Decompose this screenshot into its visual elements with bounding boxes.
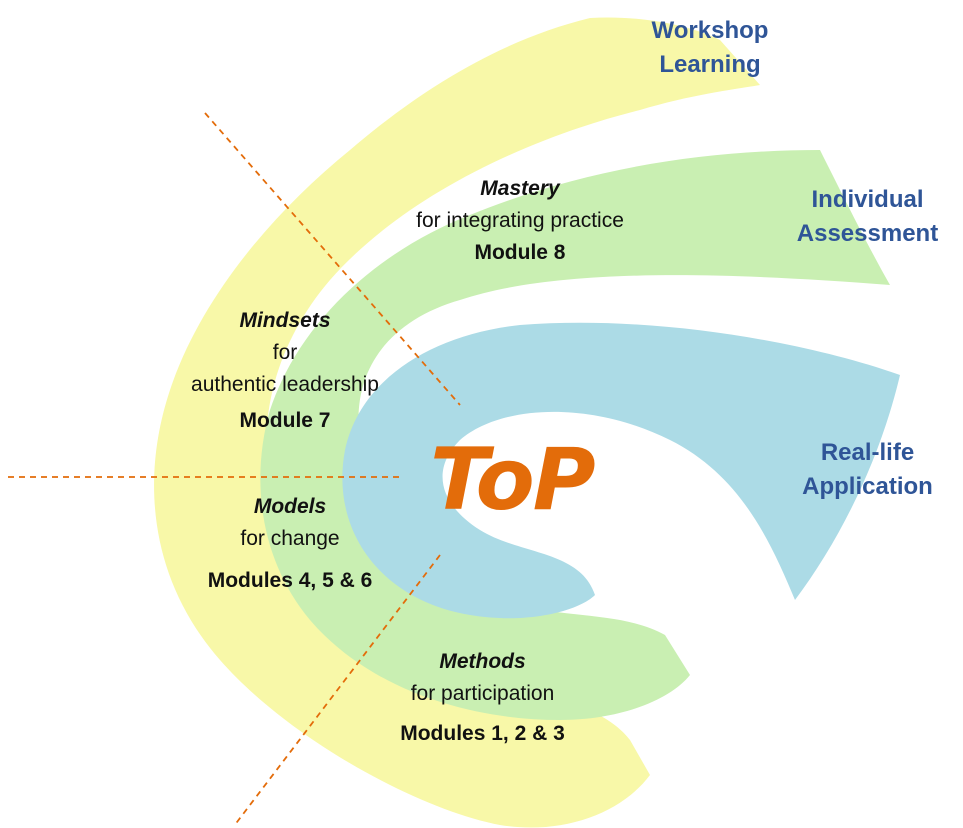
workshop-label-line1: Workshop [651,17,769,44]
models-section: Models for change Modules 4, 5 & 6 [160,493,420,595]
workshop-learning-label: Workshop Learning [610,14,810,82]
divider-line-bottom [233,554,441,827]
methods-module: Modules 1, 2 & 3 [400,722,565,745]
models-module: Modules 4, 5 & 6 [207,569,373,592]
mindsets-subtitle-1: for [272,341,298,364]
assessment-label-line2: Assessment [796,220,939,247]
models-subtitle: for change [240,527,340,550]
mastery-subtitle: for integrating practice [416,209,624,232]
workshop-label-line2: Learning [659,51,761,78]
mindsets-section: Mindsets for authentic leadership Module… [150,307,420,435]
application-band [342,322,900,619]
mastery-module: Module 8 [474,241,566,264]
mastery-title: Mastery [480,177,560,200]
mindsets-title: Mindsets [239,309,331,332]
mastery-section: Mastery for integrating practice Module … [360,175,680,267]
methods-title: Methods [439,650,526,673]
assessment-label-line1: Individual [811,186,924,213]
mindsets-module: Module 7 [239,409,331,432]
application-label-line2: Application [802,473,933,500]
workshop-band [154,17,760,828]
models-title: Models [253,495,327,518]
methods-section: Methods for participation Modules 1, 2 &… [345,648,620,748]
methods-subtitle: for participation [410,682,555,705]
divider-line-top [204,112,461,406]
real-life-application-label: Real-life Application [775,436,960,504]
individual-assessment-label: Individual Assessment [775,183,960,251]
mindsets-subtitle-2: authentic leadership [191,373,379,396]
application-label-line1: Real-life [820,439,915,466]
top-logo: ToP [430,430,596,530]
